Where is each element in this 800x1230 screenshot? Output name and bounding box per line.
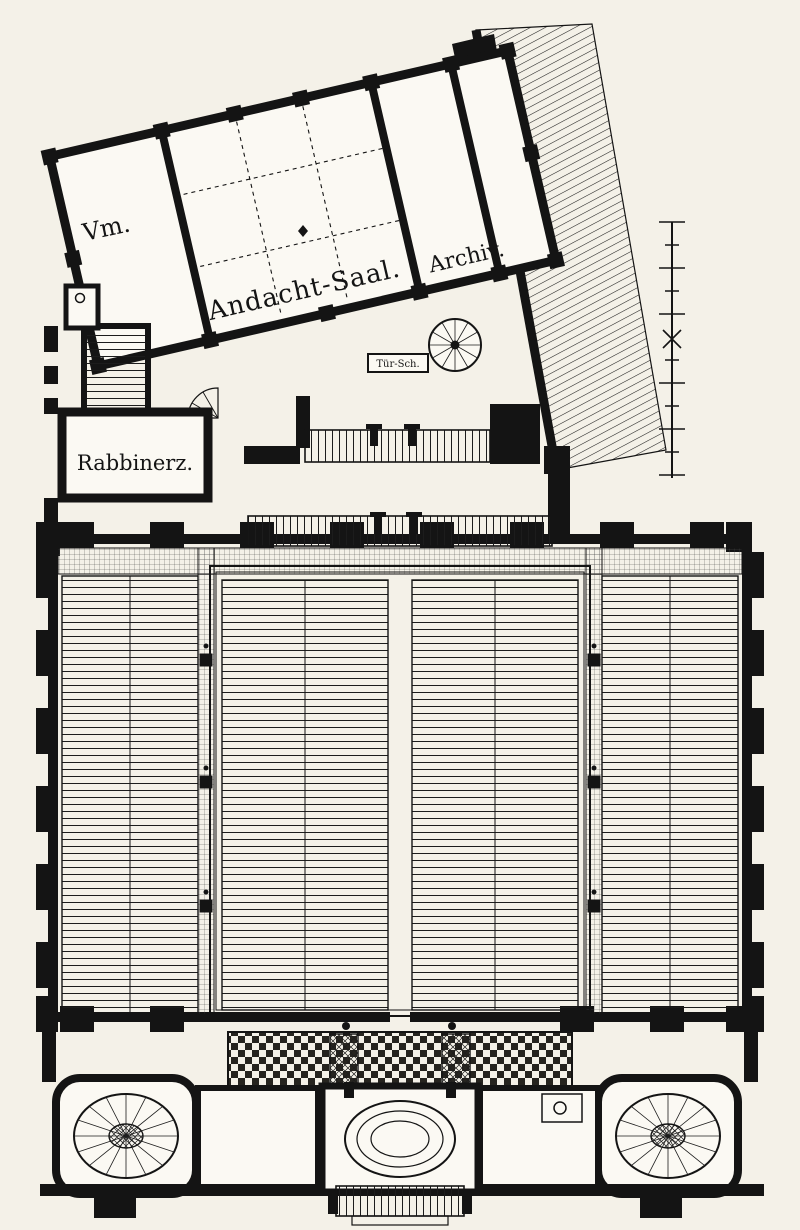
door-posts-lower — [370, 512, 422, 534]
pew-bank-center-left — [221, 579, 389, 1011]
scale-bar — [659, 221, 685, 478]
entrance-vestibule — [318, 1082, 482, 1196]
pier-block-left — [329, 1033, 359, 1087]
ark-platform-area — [244, 353, 553, 547]
upper-steps — [304, 429, 491, 463]
room-rabbinerz — [57, 407, 213, 503]
fixture-box — [541, 1093, 583, 1123]
tiled-aisle-top — [57, 547, 743, 575]
footing-stubs — [94, 1192, 682, 1218]
entrance-steps — [335, 1185, 465, 1217]
room-label-rabbinerz: Rabbinerz. — [77, 451, 193, 475]
room-south-west — [195, 1085, 321, 1191]
door-posts-upper — [366, 424, 420, 446]
porch — [63, 283, 101, 331]
tuer-sch-box — [367, 353, 429, 373]
pier-block-right — [441, 1033, 471, 1087]
fixture-circle — [553, 1101, 567, 1115]
bottom-section — [40, 1022, 764, 1226]
staircase-west — [81, 323, 219, 425]
pew-bank-right — [601, 575, 739, 1015]
stair-tower-right — [594, 1074, 742, 1198]
center-platform-border — [209, 565, 591, 1017]
columns — [199, 643, 601, 913]
ceiling-marker — [298, 225, 308, 237]
entrance-step-lower — [351, 1215, 449, 1226]
spiral-stair — [428, 318, 482, 372]
checker-floor — [227, 1031, 573, 1089]
stair-tower-left — [52, 1074, 200, 1198]
left-wall-pilasters — [36, 552, 58, 1032]
room-label-tuer-sch: Tür-Sch. — [376, 359, 419, 370]
room-south-east — [477, 1085, 601, 1191]
pew-bank-left — [61, 575, 199, 1015]
lower-steps — [247, 515, 553, 547]
pew-bank-center-right — [411, 579, 579, 1011]
